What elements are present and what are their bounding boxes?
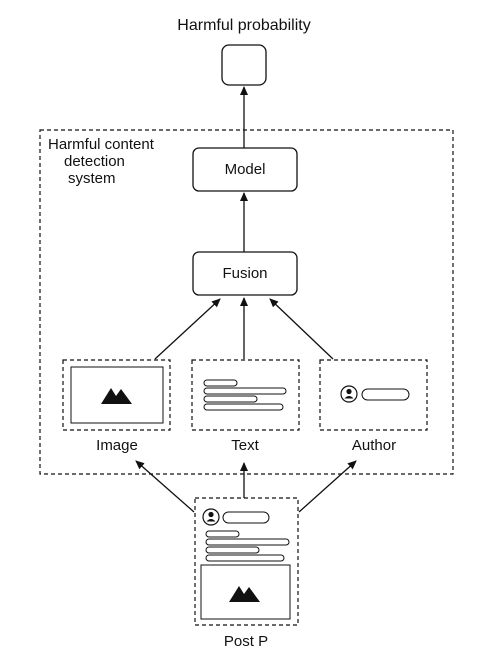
post-label: Post P (223, 633, 269, 650)
mountain-image-icon (70, 366, 164, 424)
text-input-box (191, 359, 300, 431)
system-label-line-1: Harmful content (48, 136, 154, 153)
post-author-avatar-icon (202, 508, 270, 526)
post-mountain-image-icon (200, 564, 291, 620)
author-label: Author (351, 437, 397, 454)
text-label: Text (231, 437, 259, 454)
output-label: Harmful probability (177, 17, 311, 34)
user-avatar-icon (340, 385, 410, 403)
system-boundary (39, 129, 454, 475)
model-box (192, 147, 298, 192)
system-label: Harmful content detection system (48, 136, 154, 187)
system-label-line-2: detection (64, 153, 125, 170)
image-label: Image (96, 437, 138, 454)
system-label-line-3: system (68, 170, 116, 187)
fusion-label: Fusion (222, 265, 268, 282)
model-label: Model (224, 161, 266, 178)
arrow-author-to-fusion (269, 298, 334, 360)
arrow-post-to-image (135, 460, 195, 513)
fusion-box (192, 251, 298, 296)
output-box (221, 44, 267, 86)
arrow-post-to-author (298, 460, 357, 513)
text-lines-icon (203, 379, 287, 411)
arrow-image-to-fusion (154, 298, 221, 360)
post-text-lines-icon (205, 530, 290, 562)
